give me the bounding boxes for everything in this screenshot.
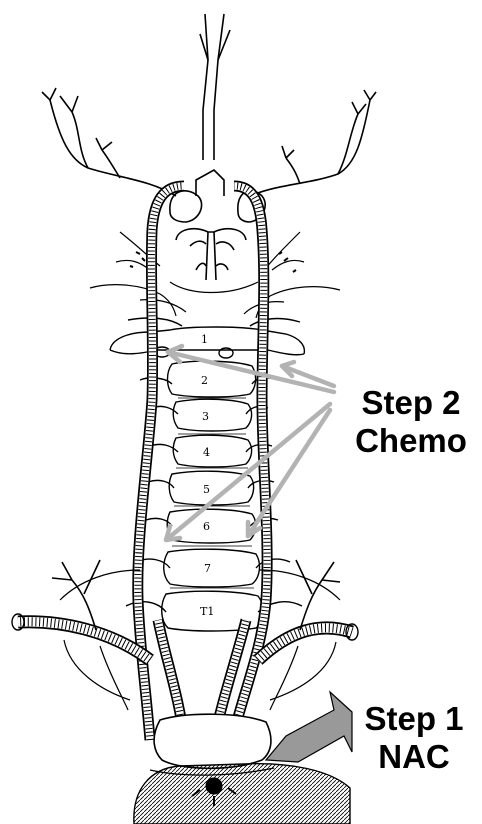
step2-chemo-label: Step 2 Chemo (340, 384, 482, 460)
step2-label-line1: Step 2 (340, 384, 482, 422)
vertebra-label: 3 (202, 410, 209, 423)
step1-nac-label: Step 1 NAC (346, 700, 482, 776)
vertebra-label: 1 (201, 333, 208, 346)
step2-label-line2: Chemo (340, 422, 482, 460)
vertebra-label: 2 (201, 374, 208, 387)
step1-label-line2: NAC (346, 738, 482, 776)
vertebra-labels: 1 2 3 4 5 6 7 T1 (200, 333, 214, 618)
vertebra-label: 6 (203, 520, 210, 533)
vertebra-label: 4 (203, 446, 210, 459)
vertebra-label: 5 (203, 483, 210, 496)
cerebral-branches (42, 14, 376, 196)
chemo-arrow (168, 352, 334, 392)
nac-arrow (266, 692, 352, 762)
subclavian-arteries (12, 560, 358, 710)
vertebra-label: 7 (204, 562, 211, 575)
step1-label-line1: Step 1 (346, 700, 482, 738)
vertebra-label: T1 (200, 605, 214, 618)
